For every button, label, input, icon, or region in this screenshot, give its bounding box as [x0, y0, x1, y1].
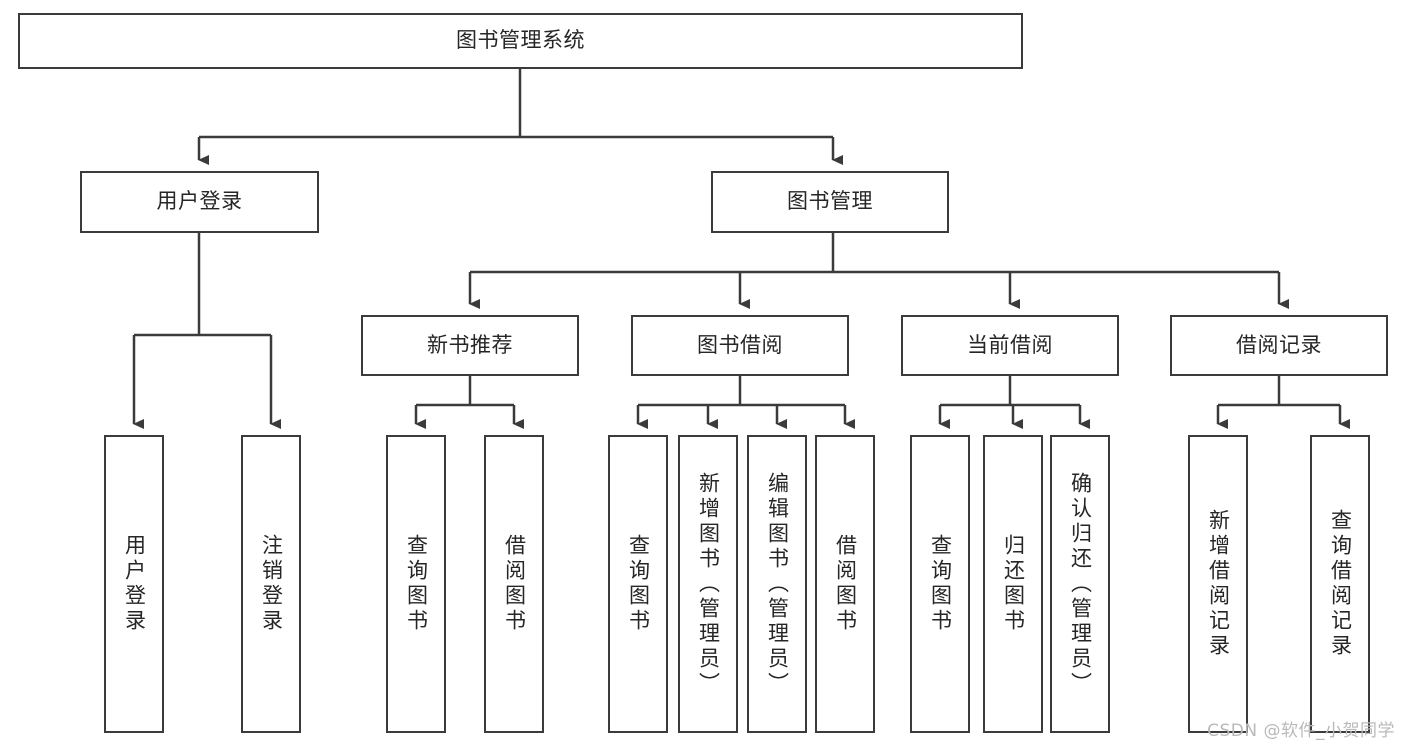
node-borrow-records[interactable]: 借阅记录	[1170, 315, 1388, 376]
node-book-management[interactable]: 图书管理	[711, 171, 949, 233]
node-new-book-recommend[interactable]: 新书推荐	[361, 315, 579, 376]
node-label: 归还图书	[1001, 534, 1026, 634]
node-root-book-management-system[interactable]: 图书管理系统	[18, 13, 1023, 69]
node-label: 新增借阅记录	[1206, 509, 1231, 659]
node-label: 当前借阅	[967, 332, 1053, 357]
node-label: 图书借阅	[697, 332, 783, 357]
edges-current-to-leaves	[938, 376, 1090, 429]
node-label: 注销登录	[259, 534, 284, 634]
node-leaf-add-borrow-record[interactable]: 新增借阅记录	[1188, 435, 1248, 733]
node-leaf-add-book-admin[interactable]: 新增图书（管理员）	[678, 435, 738, 733]
node-leaf-edit-book-admin[interactable]: 编辑图书（管理员）	[747, 435, 807, 733]
node-label: 用户登录	[156, 189, 243, 214]
node-label: 查询图书	[626, 534, 651, 634]
edges-root-to-level2	[197, 69, 843, 165]
node-label: 借阅记录	[1236, 332, 1322, 357]
node-leaf-query-books-newbook[interactable]: 查询图书	[386, 435, 446, 733]
node-label: 图书管理	[787, 189, 873, 214]
node-leaf-query-books-current[interactable]: 查询图书	[910, 435, 970, 733]
node-leaf-logout[interactable]: 注销登录	[241, 435, 301, 733]
node-label: 借阅图书	[833, 534, 858, 634]
node-leaf-user-login[interactable]: 用户登录	[104, 435, 164, 733]
node-leaf-borrow-books[interactable]: 借阅图书	[815, 435, 875, 733]
edges-newbook-to-leaves	[414, 376, 524, 429]
node-leaf-query-books-borrow[interactable]: 查询图书	[608, 435, 668, 733]
node-leaf-borrow-books-newbook[interactable]: 借阅图书	[484, 435, 544, 733]
node-leaf-query-borrow-record[interactable]: 查询借阅记录	[1310, 435, 1370, 733]
edges-borrow-to-leaves	[636, 376, 855, 429]
node-label: 新书推荐	[427, 332, 513, 357]
edges-userlogin-to-leaves	[132, 233, 281, 429]
node-current-borrow[interactable]: 当前借阅	[901, 315, 1119, 376]
node-leaf-return-books[interactable]: 归还图书	[983, 435, 1043, 733]
node-book-borrow[interactable]: 图书借阅	[631, 315, 849, 376]
edges-records-to-leaves	[1216, 376, 1350, 429]
node-label: 确认归还（管理员）	[1068, 471, 1093, 697]
node-user-login[interactable]: 用户登录	[80, 171, 319, 233]
node-label: 查询图书	[404, 534, 429, 634]
node-leaf-confirm-return-admin[interactable]: 确认归还（管理员）	[1050, 435, 1110, 733]
node-label: 查询图书	[928, 534, 953, 634]
node-label: 借阅图书	[502, 534, 527, 634]
edges-bookmgmt-to-level3	[468, 233, 1289, 309]
node-label: 图书管理系统	[456, 28, 585, 53]
node-label: 用户登录	[122, 534, 147, 634]
watermark-text: CSDN @软件_小贺同学	[1207, 721, 1395, 741]
node-label: 新增图书（管理员）	[696, 471, 721, 697]
node-label: 编辑图书（管理员）	[765, 471, 790, 697]
node-label: 查询借阅记录	[1328, 509, 1353, 659]
